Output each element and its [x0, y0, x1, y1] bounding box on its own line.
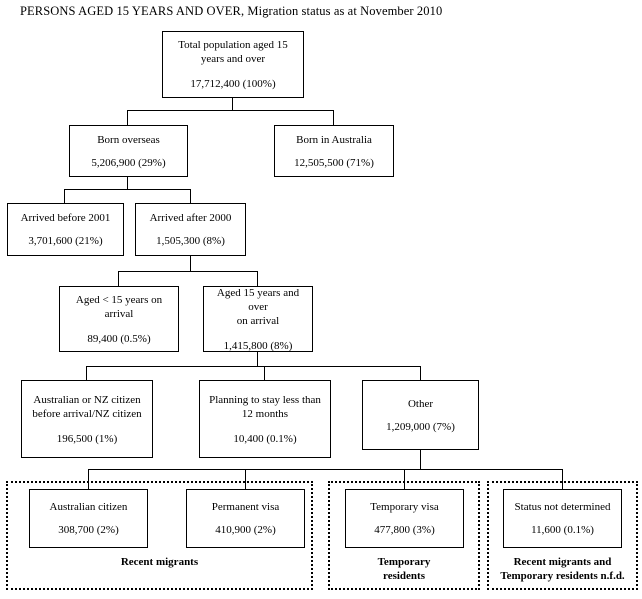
node-total-population[interactable]: Total population aged 15 years and over …: [162, 31, 304, 98]
node-label: Aged 15 years and over on arrival: [216, 286, 300, 327]
node-status-not-determined[interactable]: Status not determined 11,600 (0.1%): [503, 489, 622, 548]
node-label: Arrived before 2001: [20, 212, 111, 224]
node-value: 308,700 (2%): [58, 524, 119, 536]
connector-to-born-australia: [333, 110, 334, 125]
node-value: 1,505,300 (8%): [156, 235, 225, 247]
node-label: Status not determined: [514, 501, 611, 513]
connector-to-aged-under-15: [118, 271, 119, 286]
node-label: Permanent visa: [211, 501, 280, 513]
node-australian-citizen[interactable]: Australian citizen 308,700 (2%): [29, 489, 148, 548]
node-label: Temporary visa: [370, 501, 439, 513]
node-born-in-australia[interactable]: Born in Australia 12,505,500 (71%): [274, 125, 394, 177]
node-arrived-before-2001[interactable]: Arrived before 2001 3,701,600 (21%): [7, 203, 124, 256]
group-label-recent-migrants: Recent migrants: [120, 556, 199, 568]
group-temporary-residents: [328, 481, 480, 590]
node-label: Aged < 15 years on arrival: [75, 293, 163, 320]
connector-total-down: [232, 97, 233, 111]
node-aged-under-15-on-arrival[interactable]: Aged < 15 years on arrival 89,400 (0.5%): [59, 286, 179, 352]
connector-other-down: [420, 450, 421, 469]
connector-to-australian-citizen: [88, 469, 89, 489]
connector-to-born-overseas: [127, 110, 128, 125]
node-other[interactable]: Other 1,209,000 (7%): [362, 380, 479, 450]
connector-to-aus-nz-citizen: [86, 366, 87, 380]
node-value: 1,209,000 (7%): [386, 420, 455, 433]
page-title: PERSONS AGED 15 YEARS AND OVER, Migratio…: [20, 4, 443, 18]
node-value: 196,500 (1%): [56, 432, 118, 445]
connector-to-arrived-before-2001: [64, 189, 65, 203]
connector-born-overseas-down: [127, 176, 128, 189]
node-label: Total population aged 15 years and over: [178, 39, 288, 65]
node-value: 3,701,600 (21%): [28, 235, 103, 247]
connector-to-arrived-after-2000: [190, 189, 191, 203]
node-permanent-visa[interactable]: Permanent visa 410,900 (2%): [186, 489, 305, 548]
connector-level3-bus: [118, 271, 258, 272]
group-recent-migrants-and-temporary-residents-nfd: [487, 481, 638, 590]
node-label: Born in Australia: [296, 133, 372, 146]
connector-level1-bus: [127, 110, 334, 111]
group-recent-migrants: [6, 481, 313, 590]
node-planning-to-stay-less-than-12-months[interactable]: Planning to stay less than 12 months 10,…: [199, 380, 331, 458]
group-label-recent-migrants-and-temporary-residents-nfd: Recent migrants and Temporary residents …: [500, 556, 625, 582]
node-value: 410,900 (2%): [215, 524, 276, 536]
node-value: 1,415,800 (8%): [223, 339, 293, 352]
connector-to-planning-less-12: [264, 366, 265, 380]
node-label: Other: [407, 397, 434, 410]
node-value: 5,206,900 (29%): [91, 156, 166, 169]
node-value: 12,505,500 (71%): [294, 156, 374, 169]
node-australian-or-nz-citizen[interactable]: Australian or NZ citizen before arrival/…: [21, 380, 153, 458]
connector-to-status-not-determined: [562, 469, 563, 489]
node-label: Australian or NZ citizen before arrival/…: [32, 393, 142, 420]
node-label: Australian citizen: [49, 501, 128, 513]
node-value: 89,400 (0.5%): [87, 332, 151, 345]
node-label: Planning to stay less than 12 months: [209, 393, 321, 420]
connector-to-other: [420, 366, 421, 380]
node-label: Born overseas: [97, 133, 160, 146]
node-arrived-after-2000[interactable]: Arrived after 2000 1,505,300 (8%): [135, 203, 246, 256]
connector-to-permanent-visa: [245, 469, 246, 489]
node-born-overseas[interactable]: Born overseas 5,206,900 (29%): [69, 125, 188, 177]
node-temporary-visa[interactable]: Temporary visa 477,800 (3%): [345, 489, 464, 548]
connector-arrived-after-2000-down: [190, 255, 191, 271]
connector-level2-bus: [64, 189, 190, 190]
node-value: 10,400 (0.1%): [233, 432, 297, 445]
connector-level5-bus: [88, 469, 562, 470]
connector-aged-15-over-down: [257, 351, 258, 366]
node-aged-15-and-over-on-arrival[interactable]: Aged 15 years and over on arrival 1,415,…: [203, 286, 313, 352]
node-value: 17,712,400 (100%): [190, 78, 276, 90]
connector-level4-bus: [86, 366, 420, 367]
node-label: Arrived after 2000: [149, 212, 232, 224]
node-value: 11,600 (0.1%): [531, 524, 594, 536]
node-value: 477,800 (3%): [374, 524, 435, 536]
connector-to-aged-15-over: [257, 271, 258, 286]
connector-to-temporary-visa: [404, 469, 405, 489]
group-label-temporary-residents: Temporary residents: [377, 556, 431, 582]
